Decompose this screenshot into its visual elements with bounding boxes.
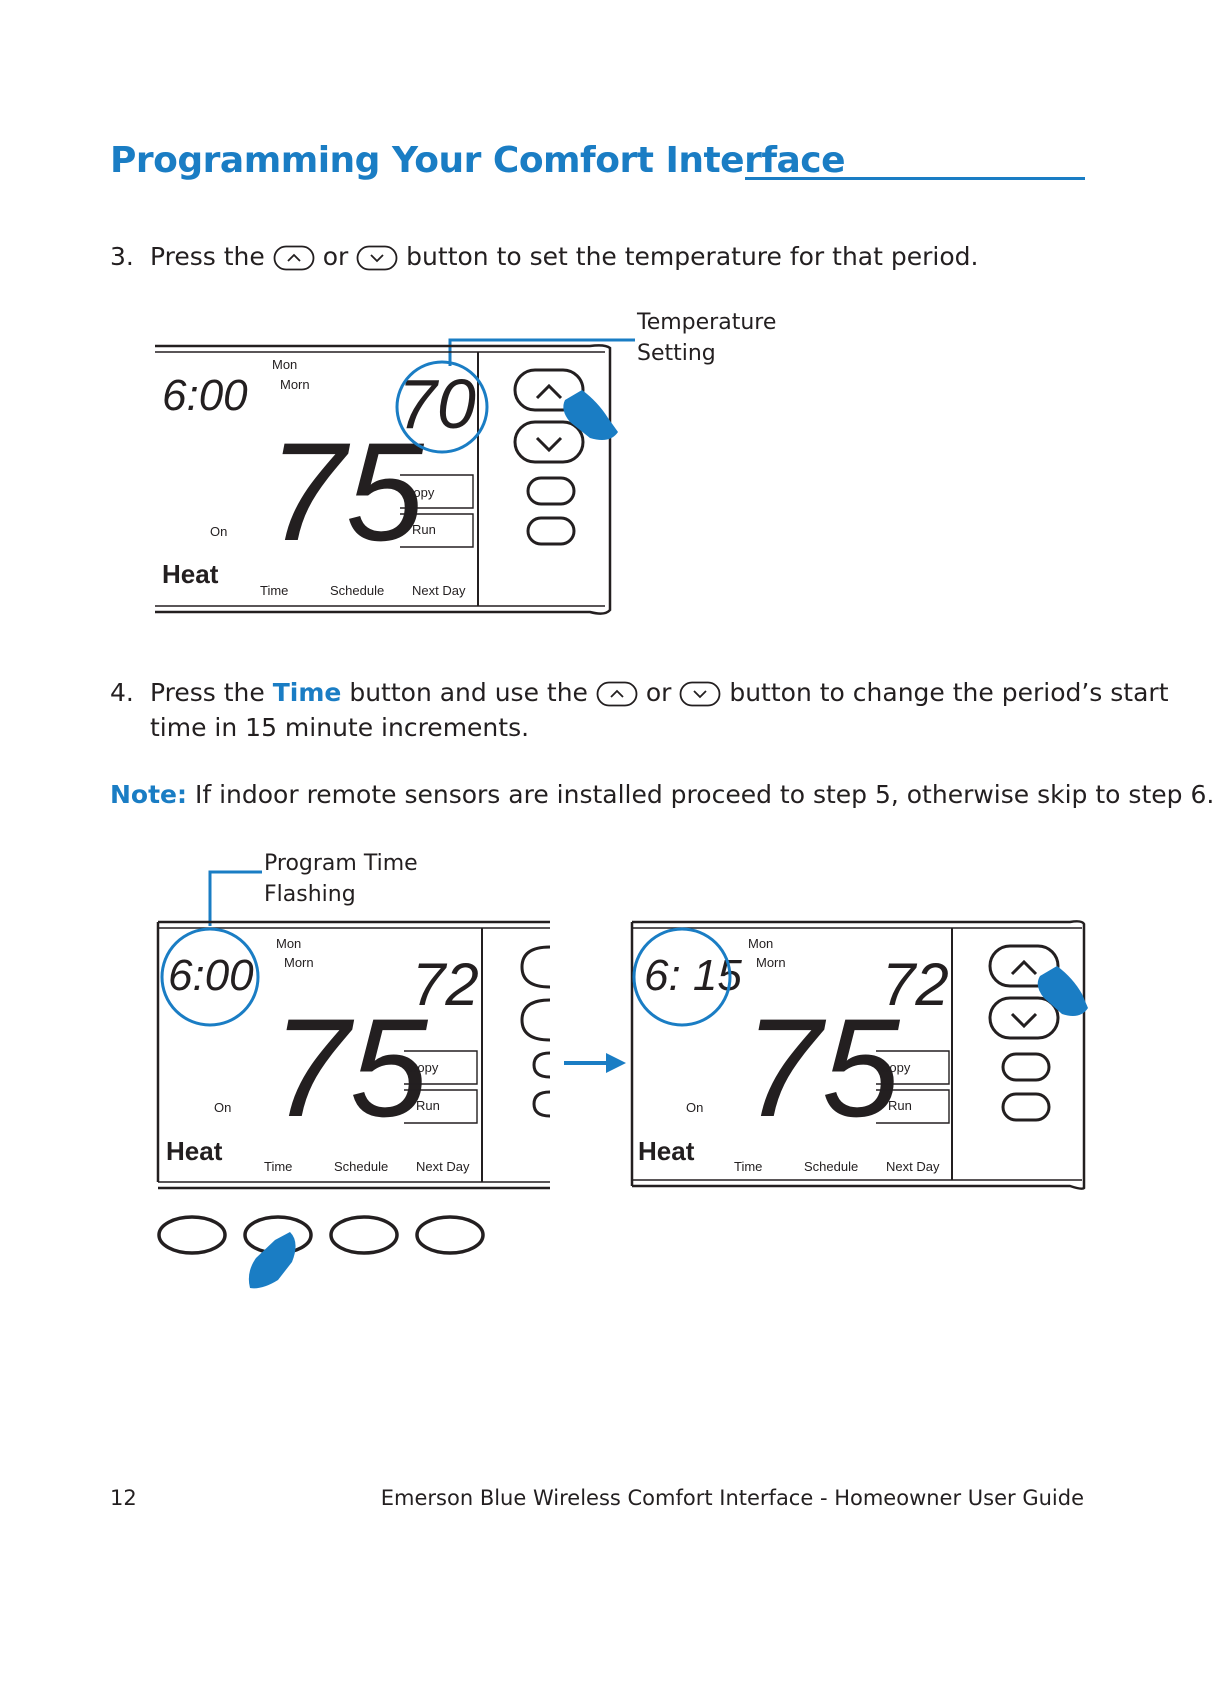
display-copy: Copy: [408, 1060, 439, 1075]
step-4-highlight: Time: [272, 678, 342, 707]
callout-temperature-setting: Temperature Setting: [637, 307, 776, 369]
softkey-schedule-label: Schedule: [330, 583, 384, 598]
display-run: Run: [412, 522, 436, 537]
side-button-3[interactable]: [532, 1051, 551, 1079]
step-3-number: 3.: [110, 242, 134, 271]
step-4-text-before: Press the: [150, 678, 265, 707]
display-time: 6:00: [162, 371, 248, 420]
softkey-time-label: Time: [734, 1159, 762, 1174]
display-fan: On: [214, 1100, 231, 1115]
step-3-text-before: Press the: [150, 242, 265, 271]
page-number: 12: [110, 1486, 137, 1510]
display-current-temp: 75: [744, 989, 901, 1146]
display-setpoint: 72: [882, 951, 949, 1018]
softkey-1-button[interactable]: [157, 1215, 227, 1255]
down-arrow-button-icon: [679, 681, 721, 707]
display-copy: Copy: [880, 1060, 911, 1075]
display-mode: Heat: [166, 1136, 223, 1166]
display-mode: Heat: [162, 559, 219, 589]
down-button[interactable]: [513, 420, 585, 464]
display-run: Run: [888, 1098, 912, 1113]
display-setpoint: 72: [412, 951, 479, 1018]
softkey-schedule-label: Schedule: [334, 1159, 388, 1174]
thermostat-figure-1: 6:00 Mon Morn 70 75 On Heat Copy Run Tim…: [155, 338, 635, 615]
down-button[interactable]: [520, 998, 551, 1042]
softkey-next-day-label: Next Day: [886, 1159, 940, 1174]
title-rule: [745, 177, 1085, 180]
callout-temperature-line2: Setting: [637, 341, 716, 366]
callout-program-time-line1: Program Time: [264, 851, 418, 876]
softkey-time-label: Time: [260, 583, 288, 598]
display-fan: On: [210, 524, 227, 539]
step-4: 4. Press the Time button and use the or b…: [110, 675, 1169, 710]
display-run: Run: [416, 1098, 440, 1113]
display-day: Mon: [272, 357, 297, 372]
display-fan: On: [686, 1100, 703, 1115]
display-period: Morn: [280, 377, 310, 392]
display-day: Mon: [276, 936, 301, 951]
footer-guide-title: Emerson Blue Wireless Comfort Interface …: [380, 1486, 1084, 1510]
side-button-3[interactable]: [526, 476, 576, 506]
step-4-or: or: [645, 678, 672, 707]
next-day-softkey-button[interactable]: [415, 1215, 485, 1255]
display-copy: Copy: [404, 485, 435, 500]
step-4-text-after: button to change the period’s start: [729, 678, 1169, 707]
callout-program-time-line2: Flashing: [264, 882, 356, 907]
up-button[interactable]: [520, 945, 551, 989]
thermostat-figure-3: 6: 15 Mon Morn 72 75 On Heat Copy Run Ti…: [630, 920, 1088, 1190]
page-title: Programming Your Comfort Interface: [110, 140, 846, 181]
thermostat-figure-2: 6:00 Mon Morn 72 75 On Heat Copy Run Tim…: [156, 870, 551, 1289]
callout-temperature-line1: Temperature: [637, 310, 777, 335]
display-setpoint: 70: [398, 365, 476, 443]
down-arrow-button-icon: [356, 245, 398, 271]
time-highlight-circle: [160, 927, 260, 1027]
setpoint-highlight-circle: [395, 360, 489, 454]
step-4-number: 4.: [110, 678, 134, 707]
step-3-text-after: button to set the temperature for that p…: [406, 242, 979, 271]
display-day: Mon: [748, 936, 773, 951]
display-period: Morn: [284, 955, 314, 970]
softkey-next-day-label: Next Day: [412, 583, 466, 598]
schedule-softkey-button[interactable]: [329, 1215, 399, 1255]
display-period: Morn: [756, 955, 786, 970]
side-button-3[interactable]: [1001, 1052, 1051, 1082]
pressing-finger-icon: [248, 1232, 296, 1289]
step-3-or: or: [322, 242, 349, 271]
up-arrow-button-icon: [596, 681, 638, 707]
display-time: 6:00: [168, 951, 254, 1000]
down-button[interactable]: [988, 996, 1060, 1040]
time-highlight-circle: [632, 927, 732, 1027]
side-button-4[interactable]: [526, 516, 576, 546]
pressing-finger-icon: [1037, 966, 1088, 1016]
up-arrow-button-icon: [273, 245, 315, 271]
right-arrow-icon: [564, 1053, 626, 1073]
softkey-time-label: Time: [264, 1159, 292, 1174]
step-4-line2: time in 15 minute increments.: [150, 713, 530, 742]
note-label: Note:: [110, 780, 188, 809]
pressing-finger-icon: [563, 390, 618, 440]
side-button-4[interactable]: [532, 1090, 551, 1118]
callout-program-time: Program Time Flashing: [264, 848, 418, 910]
side-button-4[interactable]: [1001, 1092, 1051, 1122]
softkey-next-day-label: Next Day: [416, 1159, 470, 1174]
display-current-temp: 75: [272, 989, 429, 1146]
step-4-text-mid: button and use the: [349, 678, 588, 707]
note: Note: If indoor remote sensors are insta…: [110, 777, 1214, 812]
display-current-temp: 75: [268, 413, 425, 570]
softkey-schedule-label: Schedule: [804, 1159, 858, 1174]
display-mode: Heat: [638, 1136, 695, 1166]
step-3: 3. Press the or button to set the tempera…: [110, 239, 978, 274]
note-text: If indoor remote sensors are installed p…: [194, 780, 1214, 809]
